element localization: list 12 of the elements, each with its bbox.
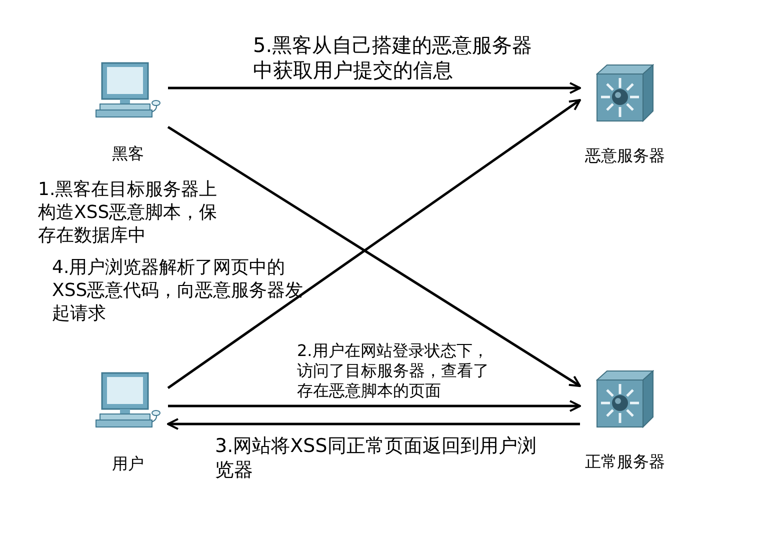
device-label: 黑客 (111, 144, 145, 165)
step-label: 2.用户在网站登录状态下，访问了目标服务器，查看了存在恶意脚本的页面 (297, 341, 490, 401)
step-label: 1.黑客在目标服务器上构造XSS恶意脚本，保存在数据库中 (38, 178, 218, 247)
step-label: 5.黑客从自己搭建的恶意服务器中获取用户提交的信息 (253, 33, 534, 83)
device-label: 用户 (111, 454, 145, 475)
step-label: 4.用户浏览器解析了网页中的XSS恶意代码，向恶意服务器发起请求 (52, 256, 304, 325)
arrow (167, 418, 580, 430)
arrow (168, 400, 581, 412)
step-label: 3.网站将XSS同正常页面返回到用户浏览器 (215, 434, 538, 482)
device-label: 正常服务器 (584, 452, 666, 473)
device-label: 恶意服务器 (584, 146, 666, 167)
arrow (168, 82, 581, 94)
